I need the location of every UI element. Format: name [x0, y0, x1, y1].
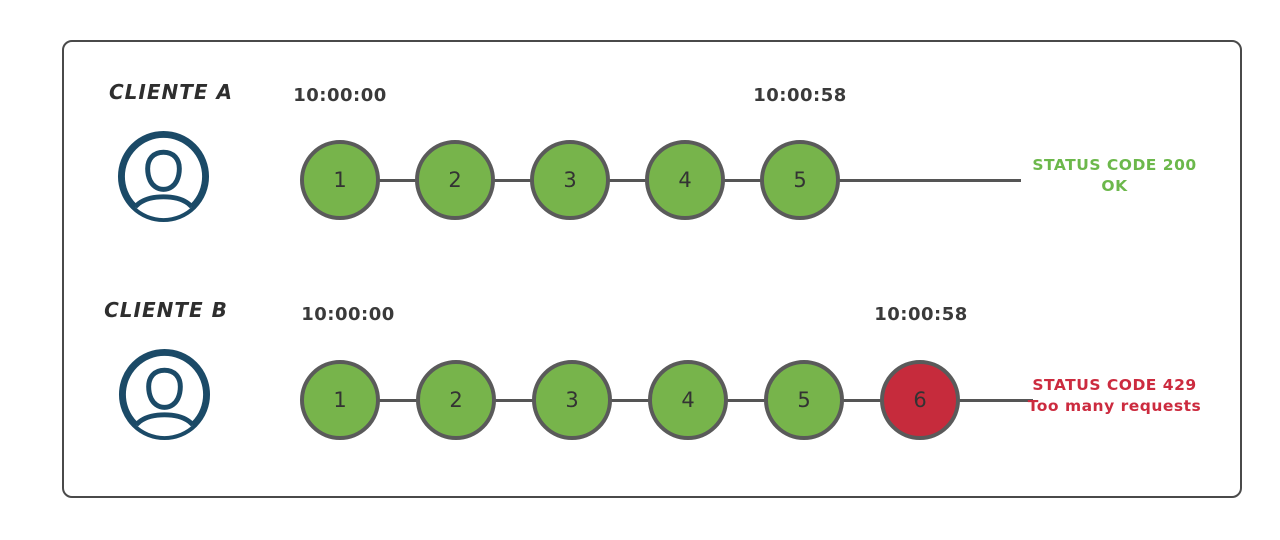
- client-b-end-timestamp: 10:00:58: [874, 304, 968, 325]
- client-a-status-code: STATUS CODE 200: [1032, 156, 1197, 174]
- request-circle-2-ok: 2: [415, 140, 495, 220]
- client-a-end-timestamp: 10:00:58: [753, 85, 847, 106]
- request-circle-4-ok: 4: [648, 360, 728, 440]
- client-b-start-timestamp: 10:00:00: [301, 304, 395, 325]
- client-b-status-code: STATUS CODE 429: [1032, 376, 1197, 394]
- request-circle-3-ok: 3: [530, 140, 610, 220]
- client-a-user-avatar-icon: [117, 130, 210, 223]
- request-circle-2-ok: 2: [416, 360, 496, 440]
- client-a-label: CLIENTE A: [108, 80, 233, 104]
- request-circle-5-ok: 5: [760, 140, 840, 220]
- request-circle-3-ok: 3: [532, 360, 612, 440]
- request-circle-1-ok: 1: [300, 140, 380, 220]
- request-circle-1-ok: 1: [300, 360, 380, 440]
- client-a-start-timestamp: 10:00:00: [293, 85, 387, 106]
- request-circle-5-ok: 5: [764, 360, 844, 440]
- client-b-status-text: STATUS CODE 429 Too many requests: [1022, 375, 1207, 417]
- client-a-status-message: OK: [1101, 177, 1128, 195]
- client-b-label: CLIENTE B: [104, 298, 228, 322]
- client-b-status-message: Too many requests: [1027, 397, 1202, 415]
- diagram-frame: [62, 40, 1242, 498]
- client-b-user-avatar-icon: [118, 348, 211, 441]
- request-circle-6-limited: 6: [880, 360, 960, 440]
- request-circle-4-ok: 4: [645, 140, 725, 220]
- client-a-status-text: STATUS CODE 200 OK: [1022, 155, 1207, 197]
